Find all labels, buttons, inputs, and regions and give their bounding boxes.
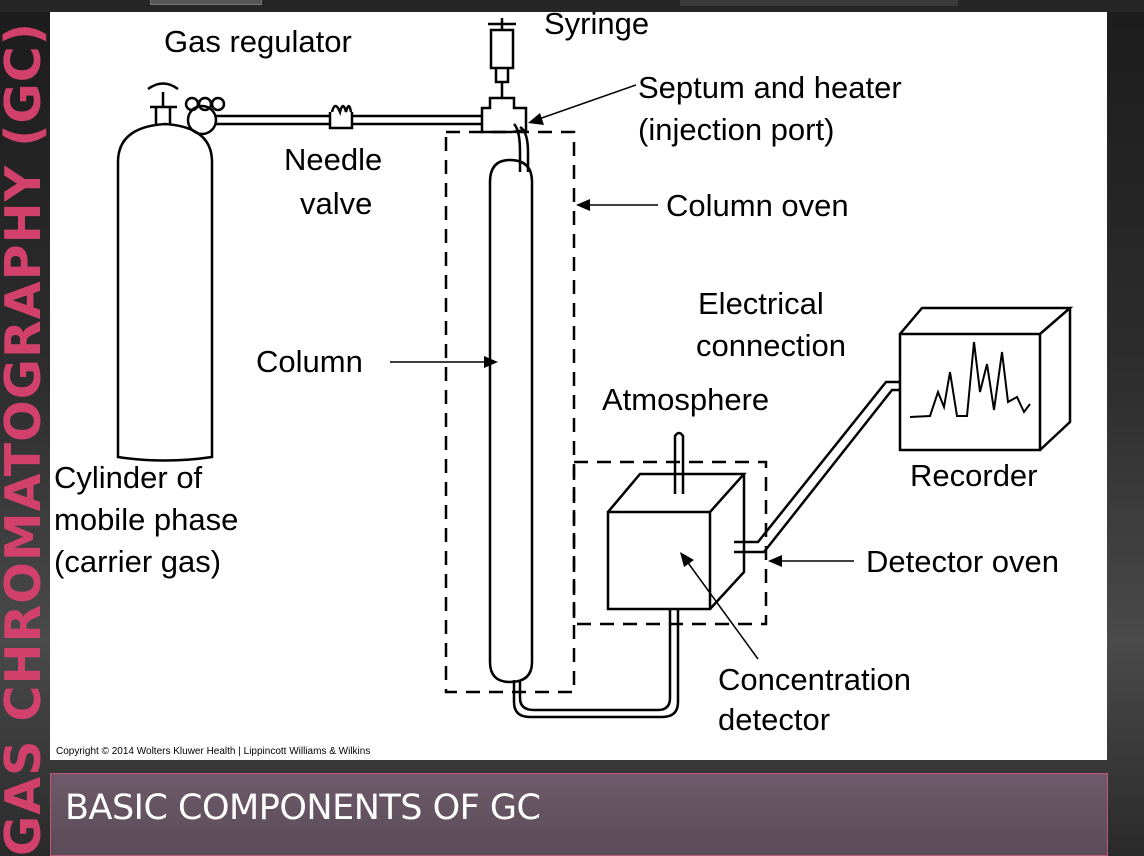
septum-arrow-head xyxy=(528,113,544,125)
label-electrical-line2: connection xyxy=(696,328,846,363)
label-cylinder-line3: (carrier gas) xyxy=(54,544,221,579)
column-oven-arrow-head xyxy=(576,199,590,211)
concentration-detector-arrow-line xyxy=(685,559,759,660)
column-outlet-tube xyxy=(512,610,680,719)
label-recorder: Recorder xyxy=(910,458,1038,493)
slide-caption-box: BASIC COMPONENTS OF GC xyxy=(50,773,1108,856)
label-syringe: Syringe xyxy=(544,12,649,41)
label-gas-regulator: Gas regulator xyxy=(164,24,352,59)
gc-diagram-figure: Gas regulator Syringe Septum and heater … xyxy=(50,12,1107,760)
copyright-notice: Copyright © 2014 Wolters Kluwer Health |… xyxy=(56,746,370,757)
label-concentration-line1: Concentration xyxy=(718,662,911,697)
label-column: Column xyxy=(256,344,363,379)
gas-line xyxy=(216,114,482,126)
label-cylinder-line2: mobile phase xyxy=(54,502,238,537)
vertical-title-text: GAS CHROMATOGRAPHY (GC) xyxy=(0,21,48,856)
gc-diagram-svg: Gas regulator Syringe Septum and heater … xyxy=(54,12,1074,757)
syringe xyxy=(488,18,516,98)
top-tab[interactable] xyxy=(150,0,262,5)
detector-wire xyxy=(734,380,900,554)
atmosphere-vent xyxy=(673,431,685,494)
gas-cylinder xyxy=(116,122,214,462)
recorder-box xyxy=(898,306,1074,452)
needle-valve xyxy=(328,104,354,130)
cylinder-valve xyxy=(147,82,179,124)
label-detector-oven: Detector oven xyxy=(866,544,1059,579)
label-needle-line2: valve xyxy=(300,186,372,221)
label-atmosphere: Atmosphere xyxy=(602,382,769,417)
slide-caption: BASIC COMPONENTS OF GC xyxy=(65,788,541,828)
column-inlet-tube xyxy=(513,123,530,172)
window-top-bar xyxy=(0,0,1144,12)
detector-box xyxy=(606,472,747,611)
gc-column xyxy=(488,158,534,684)
gas-regulator-gauge-3 xyxy=(210,96,226,112)
detector-oven-arrow-head xyxy=(768,555,782,567)
column-arrow-head xyxy=(484,356,498,368)
recorder-trace xyxy=(909,341,1031,418)
label-column-oven: Column oven xyxy=(666,188,849,223)
concentration-detector-arrow-head xyxy=(680,552,694,567)
vertical-slide-title: GAS CHROMATOGRAPHY (GC) xyxy=(0,0,48,856)
injection-port xyxy=(480,96,528,134)
detector-oven-outline xyxy=(572,460,768,626)
label-cylinder-line1: Cylinder of xyxy=(54,460,203,495)
column-oven-outline xyxy=(444,130,576,694)
top-tab-2[interactable] xyxy=(680,0,958,6)
septum-arrow-line xyxy=(535,84,637,121)
label-septum-line1: Septum and heater xyxy=(638,70,902,105)
gas-regulator-body xyxy=(186,104,218,136)
label-concentration-line2: detector xyxy=(718,702,830,737)
label-needle-line1: Needle xyxy=(284,142,382,177)
label-septum-line2: (injection port) xyxy=(638,112,834,147)
label-electrical-line1: Electrical xyxy=(698,286,824,321)
